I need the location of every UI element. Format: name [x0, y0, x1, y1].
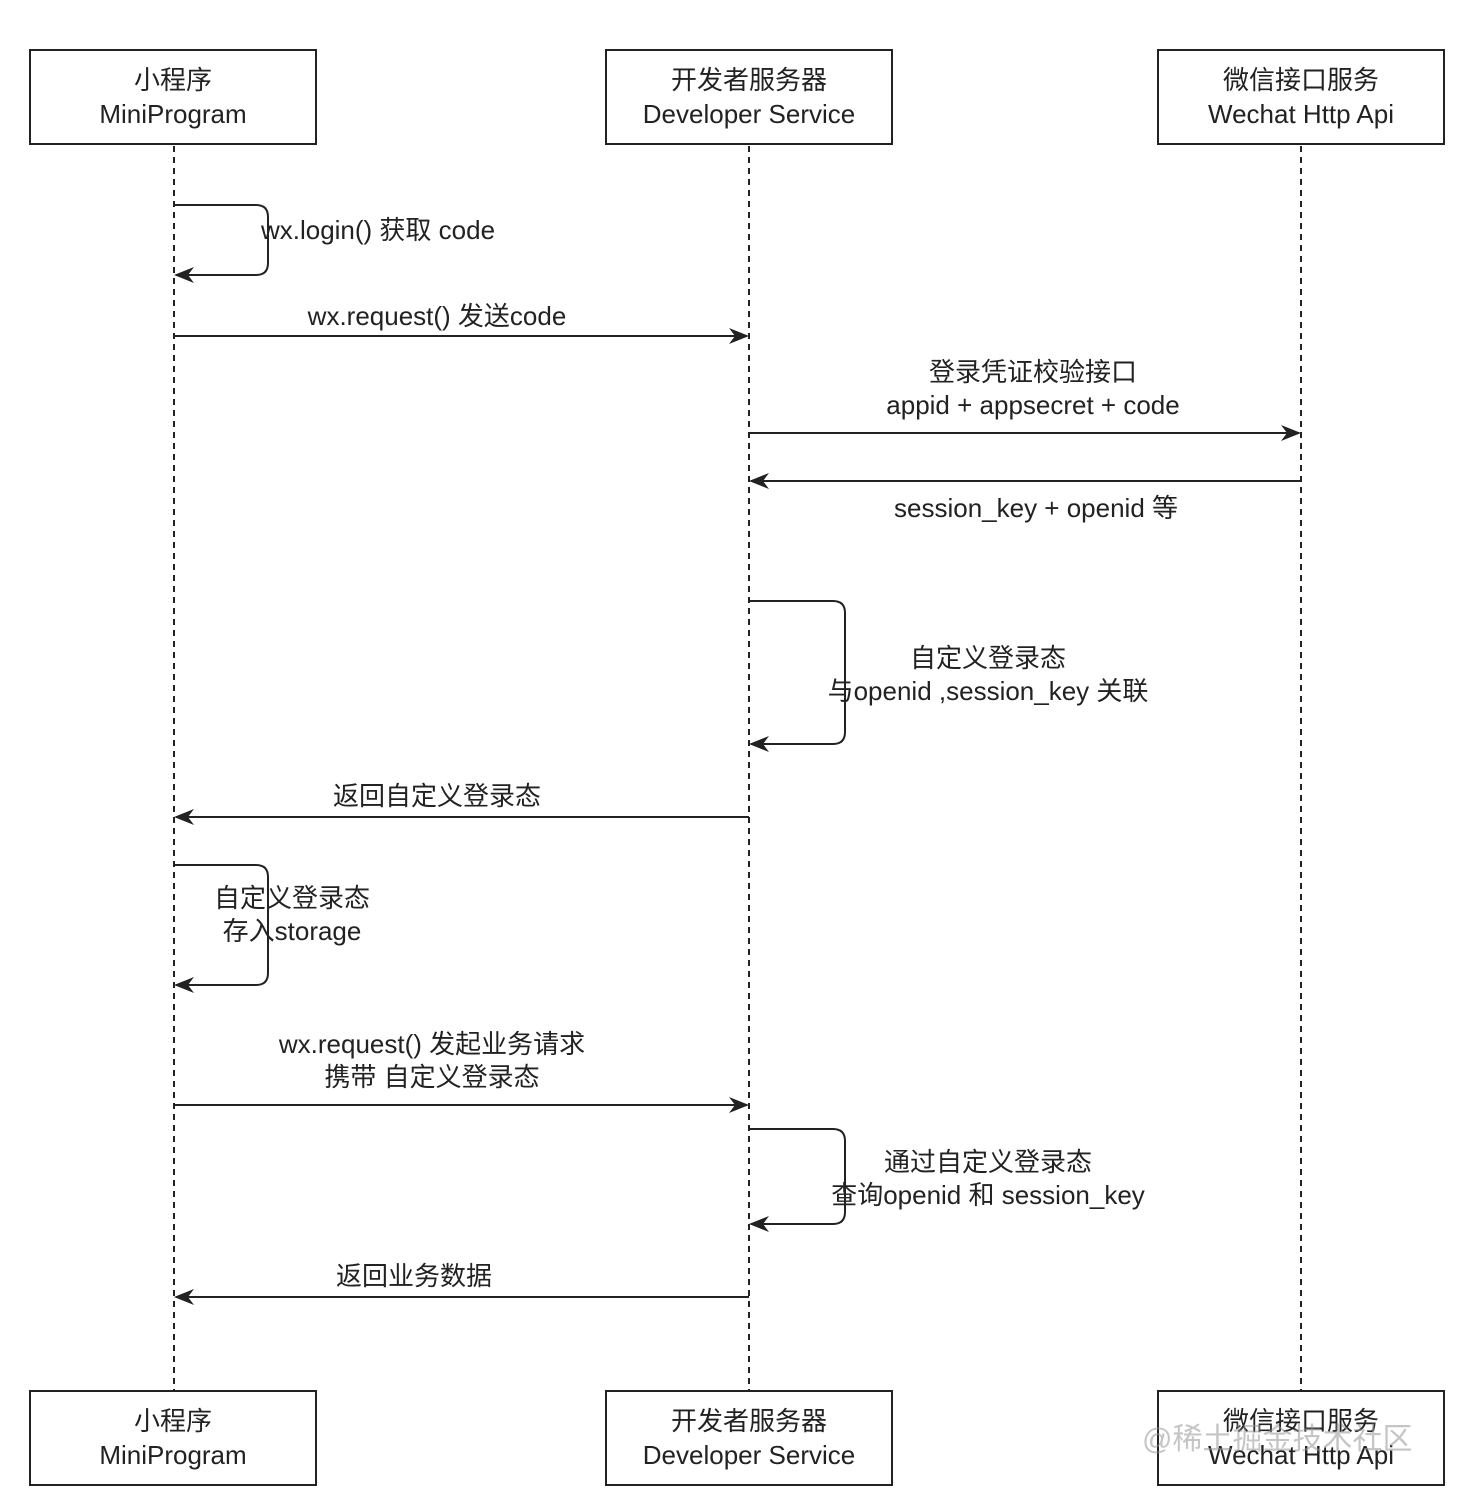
message-label-return-session: 返回自定义登录态	[333, 780, 541, 813]
message-text: 与openid ,session_key 关联	[827, 676, 1149, 706]
participant-developer-service-top: 开发者服务器 Developer Service	[605, 49, 893, 145]
message-text: 自定义登录态	[909, 643, 1067, 673]
self-call-arrow-custom-session	[749, 600, 846, 752]
participant-name-cn: 小程序	[133, 65, 212, 95]
message-text: 自定义登录态	[213, 883, 371, 913]
message-text: session_key + openid 等	[893, 493, 1179, 523]
participant-name-en: Developer Service	[642, 99, 856, 129]
message-text: 携带 自定义登录态	[324, 1062, 540, 1092]
participant-name-cn: 开发者服务器	[670, 65, 827, 95]
participant-name-en: MiniProgram	[99, 1440, 247, 1470]
participant-miniprogram-bottom: 小程序 MiniProgram	[29, 1390, 317, 1486]
participant-developer-service-bottom: 开发者服务器 Developer Service	[605, 1390, 893, 1486]
message-text: wx.login() 获取 code	[260, 215, 496, 245]
message-label-session-return: session_key + openid 等	[894, 492, 1178, 525]
message-label-verify: 登录凭证校验接口 appid + appsecret + code	[886, 356, 1179, 422]
participant-name-en: MiniProgram	[99, 99, 247, 129]
message-label-custom-session: 自定义登录态 与openid ,session_key 关联	[828, 642, 1149, 708]
message-text: wx.request() 发起业务请求	[278, 1029, 586, 1059]
message-text: 查询openid 和 session_key	[831, 1180, 1145, 1210]
message-label-return-data: 返回业务数据	[336, 1260, 492, 1293]
message-text: appid + appsecret + code	[886, 390, 1180, 420]
participant-wechat-api-top: 微信接口服务 Wechat Http Api	[1157, 49, 1445, 145]
participant-name-en: Wechat Http Api	[1208, 99, 1394, 129]
participant-wechat-api-bottom: 微信接口服务 Wechat Http Api	[1157, 1390, 1445, 1486]
self-call-arrow-storage	[174, 864, 269, 993]
message-label-send-code: wx.request() 发送code	[308, 300, 567, 333]
message-label-business-request: wx.request() 发起业务请求 携带 自定义登录态	[279, 1028, 585, 1094]
message-text: 登录凭证校验接口	[928, 357, 1138, 387]
participant-miniprogram-top: 小程序 MiniProgram	[29, 49, 317, 145]
message-label-storage: 自定义登录态 存入storage	[214, 882, 370, 948]
message-text: wx.request() 发送code	[307, 301, 567, 331]
self-call-arrow-login	[174, 204, 269, 283]
participant-name-cn: 微信接口服务	[1222, 1406, 1379, 1436]
watermark: @稀土掘金技术社区	[1142, 1423, 1413, 1456]
message-text: 返回自定义登录态	[332, 781, 542, 811]
message-text: 返回业务数据	[335, 1261, 493, 1291]
self-call-arrow-query	[749, 1128, 846, 1232]
message-label-query: 通过自定义登录态 查询openid 和 session_key	[831, 1146, 1145, 1212]
message-label-login: wx.login() 获取 code	[261, 214, 495, 247]
participant-name-en: Wechat Http Api	[1208, 1440, 1394, 1470]
message-text: 通过自定义登录态	[883, 1147, 1093, 1177]
participant-name-cn: 微信接口服务	[1222, 65, 1379, 95]
participant-name-en: Developer Service	[642, 1440, 856, 1470]
message-text: 存入storage	[222, 916, 362, 946]
participant-name-cn: 小程序	[133, 1406, 212, 1436]
participant-name-cn: 开发者服务器	[670, 1406, 827, 1436]
